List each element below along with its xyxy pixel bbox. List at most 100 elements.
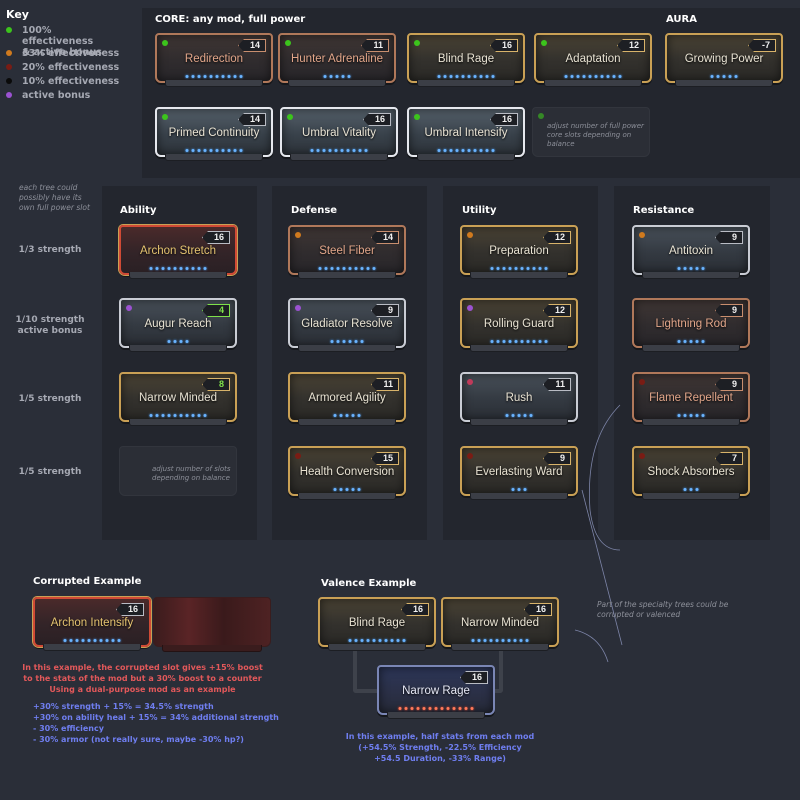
valence-note-line: In this example, half stats from each mo… [345, 732, 535, 741]
rank-pips [149, 267, 207, 270]
mod-capacity-badge: 11 [361, 39, 389, 52]
specialty-note: Part of the specialty trees could be cor… [597, 600, 729, 619]
annotation-curve [574, 404, 623, 663]
mod-name: Adaptation [565, 53, 621, 65]
rank-pip-icon [491, 149, 495, 152]
rank-pip-icon [502, 340, 506, 343]
rank-pip-icon [689, 267, 693, 270]
mod-capacity-badge: 16 [116, 603, 144, 616]
effectiveness-dot-icon [639, 453, 645, 459]
key-label: 20% effectiveness [22, 62, 120, 73]
rank-pip-icon [398, 707, 402, 710]
mod-capacity-badge: 8 [202, 378, 230, 391]
blue-note-line: - 30% efficiency [33, 724, 104, 733]
rank-pips [564, 75, 622, 78]
rank-pip-icon [437, 75, 441, 78]
rank-pip-icon [443, 75, 447, 78]
effectiveness-dot-icon [285, 40, 291, 46]
mod-capacity-badge: 16 [460, 671, 488, 684]
rank-pip-icon [185, 149, 189, 152]
rank-pip-icon [364, 149, 368, 152]
rank-pip-icon [538, 267, 542, 270]
rank-pip-icon [564, 75, 568, 78]
rank-pip-icon [239, 149, 243, 152]
rank-pip-icon [710, 75, 714, 78]
rank-pip-icon [185, 340, 189, 343]
mod-capacity-badge: 15 [371, 452, 399, 465]
rank-pip-icon [366, 639, 370, 642]
effectiveness-dot-icon [467, 305, 473, 311]
rank-pip-icon [477, 639, 481, 642]
rank-pip-icon [197, 149, 201, 152]
blue-note-line: +30% on ability heal + 15% = 34% additio… [33, 713, 279, 722]
rank-pip-icon [360, 267, 364, 270]
rank-pip-icon [677, 340, 681, 343]
valence-note: In this example, half stats from each mo… [345, 731, 535, 764]
rank-pips [490, 340, 548, 343]
rank-pip-icon [464, 707, 468, 710]
rank-pip-icon [491, 75, 495, 78]
rank-pip-icon [372, 267, 376, 270]
rank-pip-icon [514, 340, 518, 343]
defense-title: Defense [291, 205, 338, 216]
valence-note-line: (+54.5% Strength, -22.5% Efficiency [358, 743, 522, 752]
rank-pip-icon [588, 75, 592, 78]
row-label-3: 1/5 strength [18, 394, 82, 404]
mod-capacity-badge: 9 [715, 304, 743, 317]
rank-pips [683, 488, 699, 491]
mod-name: Everlasting Ward [475, 466, 563, 478]
rank-pip-icon [335, 75, 339, 78]
rank-pip-icon [203, 75, 207, 78]
rank-pip-icon [360, 639, 364, 642]
mod-name: Redirection [184, 53, 244, 65]
corrupted-title: Corrupted Example [33, 576, 142, 587]
rank-pip-icon [390, 639, 394, 642]
rank-pip-icon [461, 75, 465, 78]
green-dot-icon [6, 27, 12, 33]
rank-pip-icon [410, 707, 414, 710]
effectiveness-dot-icon [295, 453, 301, 459]
rank-pip-icon [342, 340, 346, 343]
rank-pip-icon [473, 149, 477, 152]
rank-pip-icon [155, 267, 159, 270]
mod-capacity-badge: 9 [715, 231, 743, 244]
rank-pip-icon [209, 149, 213, 152]
rank-pip-icon [428, 707, 432, 710]
side-note: each tree could possibly have its own fu… [19, 183, 90, 212]
rank-pip-icon [677, 267, 681, 270]
rank-pip-icon [404, 707, 408, 710]
rank-pip-icon [716, 75, 720, 78]
mod-capacity-badge: 14 [371, 231, 399, 244]
rank-pip-icon [526, 340, 530, 343]
rank-pip-icon [351, 414, 355, 417]
mod-name: Augur Reach [144, 318, 212, 330]
rank-pips [677, 340, 705, 343]
